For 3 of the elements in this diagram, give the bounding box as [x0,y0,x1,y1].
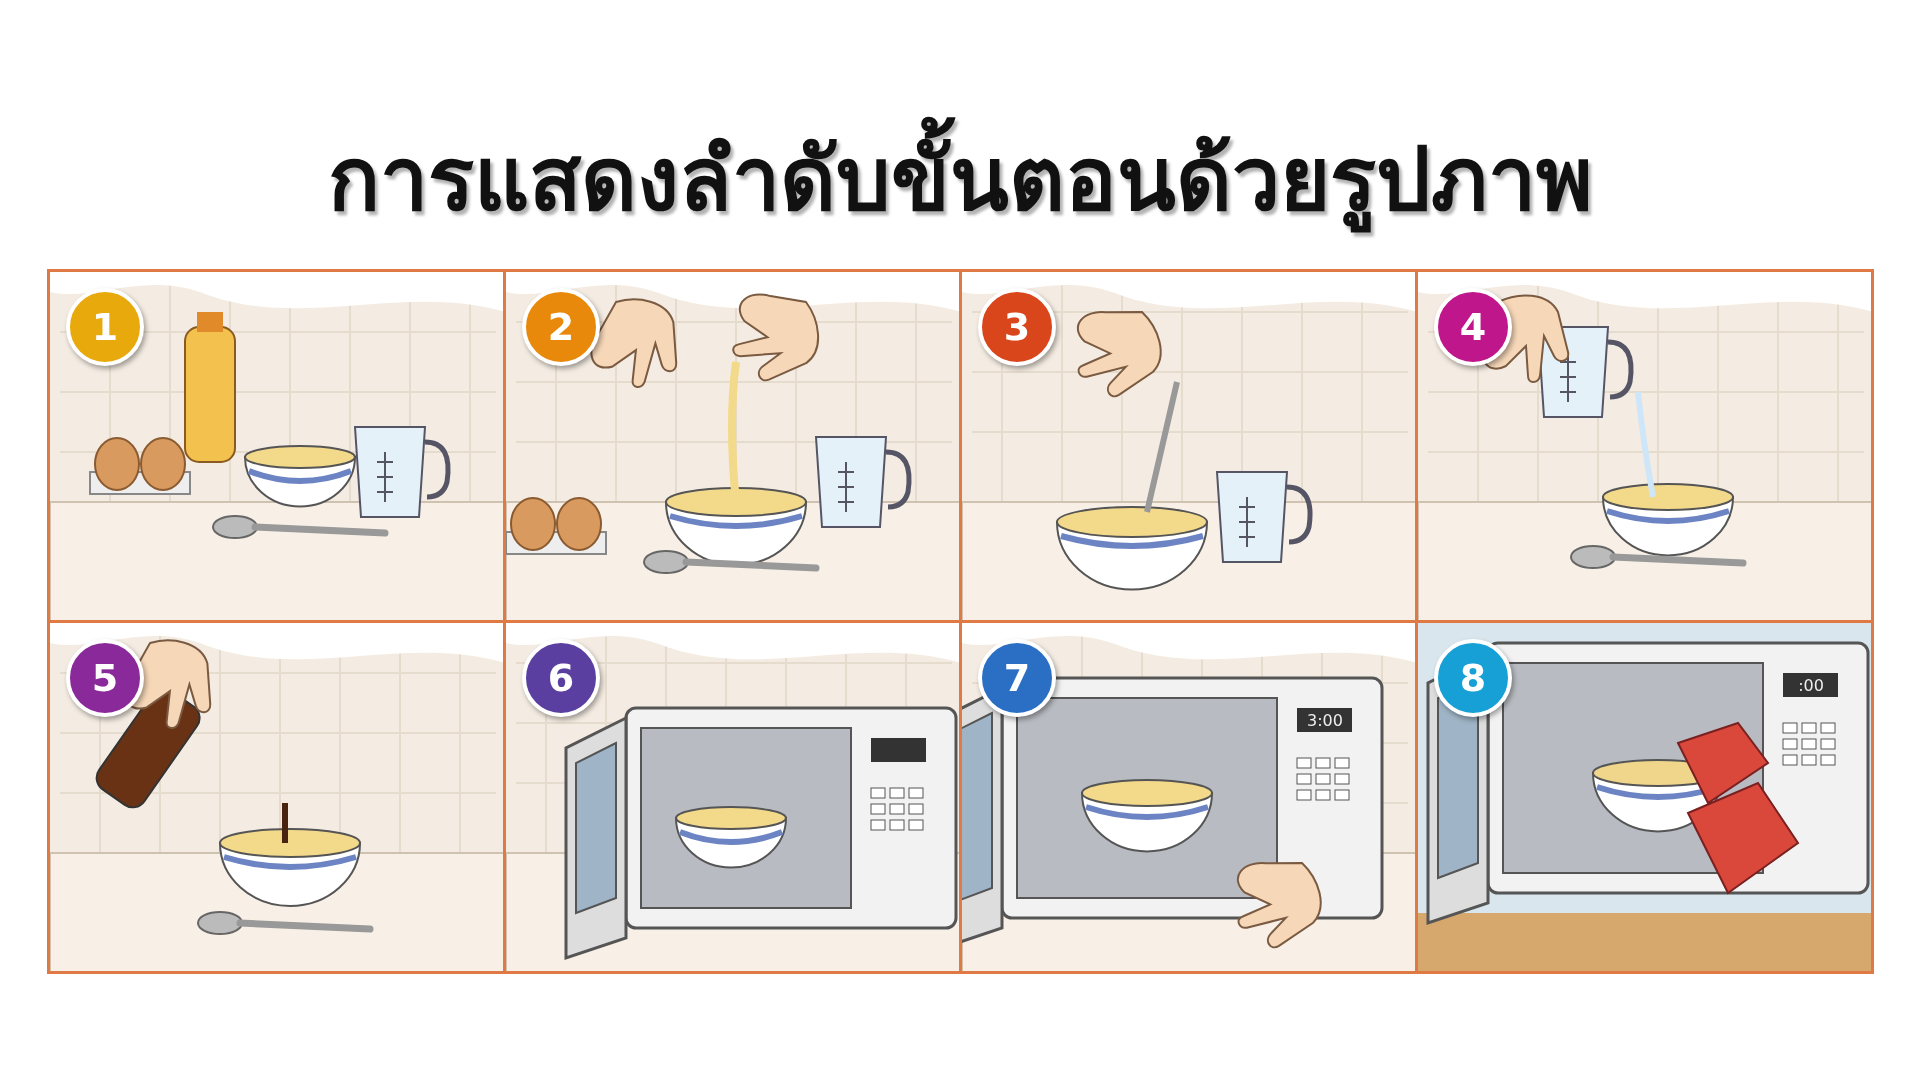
timer-display-text: 3:00 [1307,711,1343,730]
timer-display-text: :00 [1798,676,1824,695]
page-title: การแสดงลำดับขั้นตอนด้วยรูปภาพ [0,110,1920,247]
